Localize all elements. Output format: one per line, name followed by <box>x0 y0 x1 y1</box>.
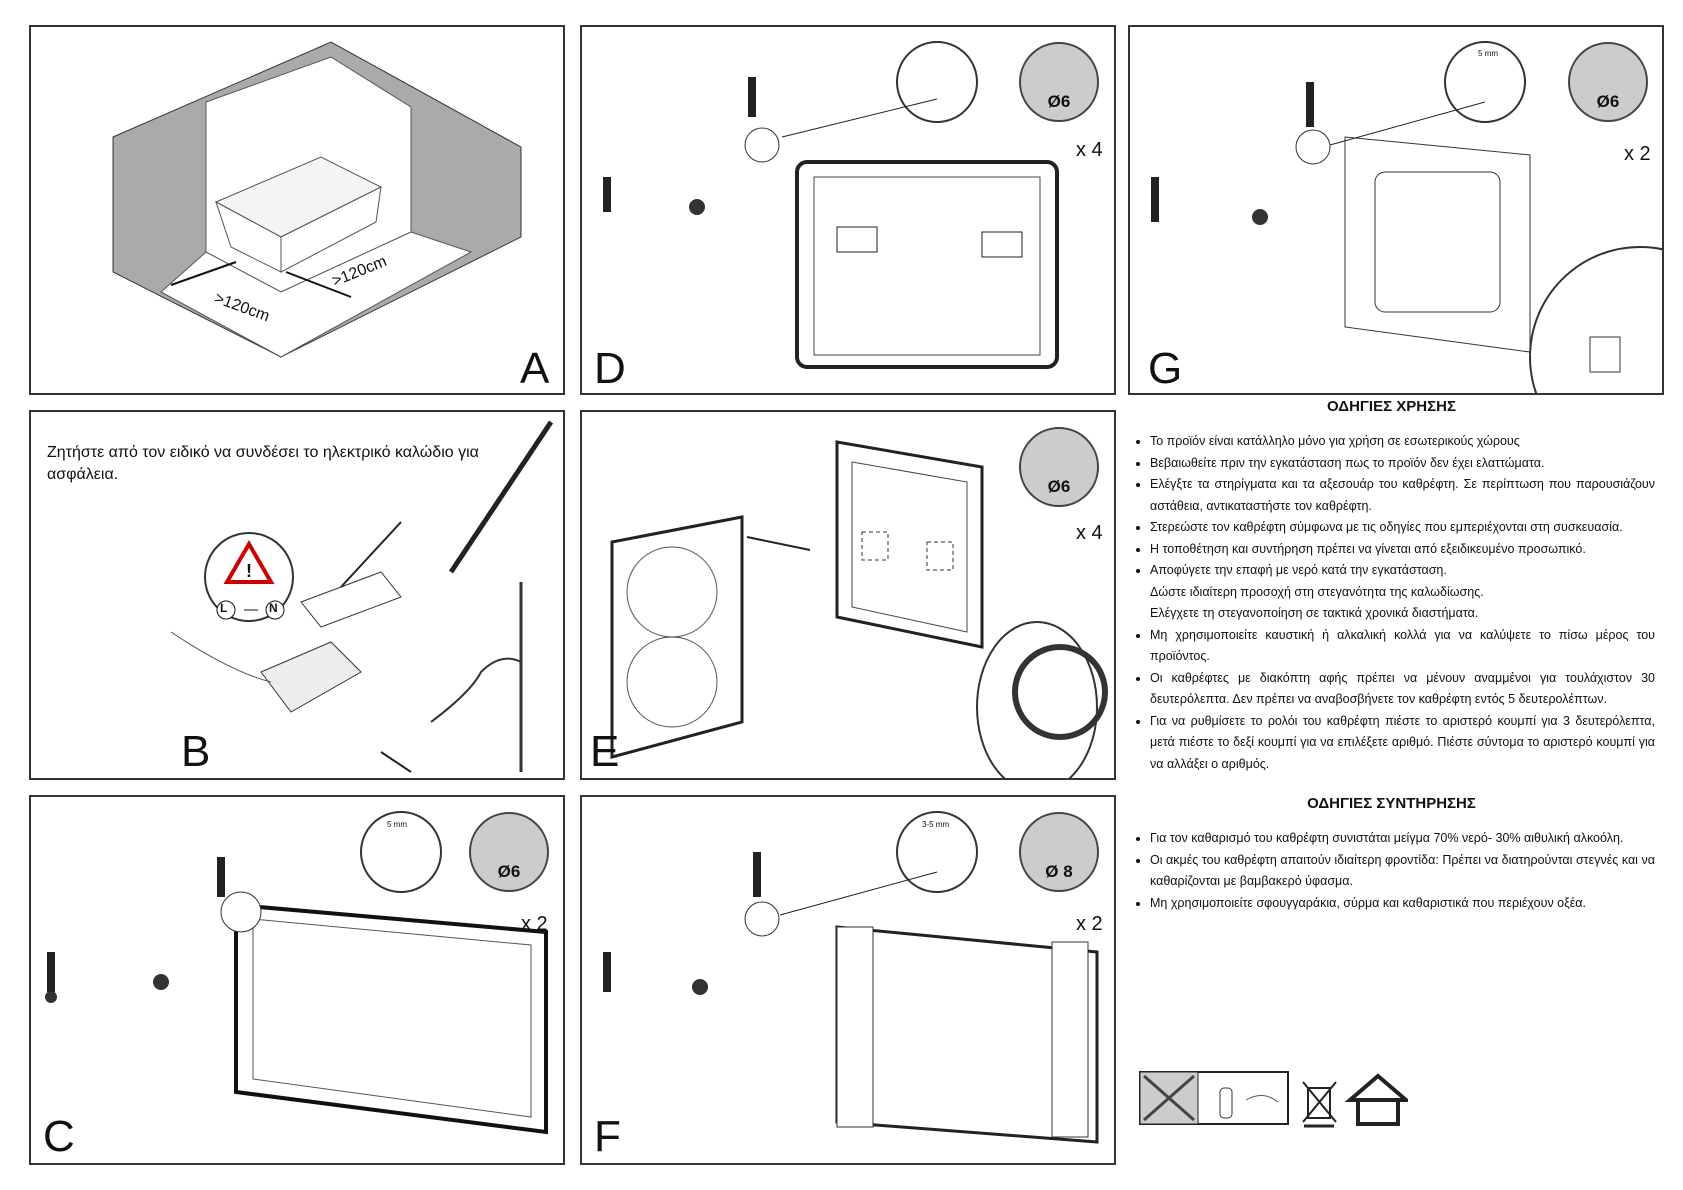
instructions-section: ΟΔΗΓΙΕΣ ΧΡΗΣΗΣ Το προϊόν είναι κατάλληλο… <box>1128 398 1655 914</box>
panel-letter: D <box>594 344 626 393</box>
panel-g: 5 mm Ø6 x 2 G <box>1128 25 1664 395</box>
drill-bit-icon: Ø6 <box>1019 42 1099 122</box>
list-item: Η τοποθέτηση και συντήρηση πρέπει να γίν… <box>1150 539 1655 561</box>
panel-letter: C <box>43 1112 75 1161</box>
drill-bit-icon: Ø6 <box>1019 427 1099 507</box>
screw-count: x 2 <box>1624 143 1651 165</box>
list-item: Στερεώστε τον καθρέφτη σύμφωνα με τις οδ… <box>1150 517 1655 539</box>
drill-bit-icon: Ø6 <box>469 812 549 892</box>
usage-title: ΟΔΗΓΙΕΣ ΧΡΗΣΗΣ <box>1327 398 1456 415</box>
gap-label: 3-5 mm <box>922 820 950 829</box>
svg-text:!: ! <box>246 561 252 581</box>
drill-bit-icon: Ø 8 <box>1019 812 1099 892</box>
drill-size: Ø 8 <box>1045 862 1073 881</box>
backplate-mounting-illustration <box>610 440 1108 778</box>
screw-count: x 2 <box>1076 913 1103 935</box>
list-item-text: Αποφύγετε την επαφή με νερό κατά την εγκ… <box>1150 563 1447 577</box>
panel-c: 5 mm Ø6 x 2 C <box>29 795 565 1165</box>
no-abrasive-cleaners-icon <box>1139 1071 1289 1125</box>
electrical-connection-illustration: ! <box>170 420 554 773</box>
neutral-symbol: N <box>269 601 278 615</box>
screw-count: x 4 <box>1076 522 1103 544</box>
panel-letter: G <box>1148 344 1183 393</box>
care-symbols <box>1139 1071 1412 1128</box>
maintenance-title: ΟΔΗΓΙΕΣ ΣΥΝΤΗΡΗΣΗΣ <box>1307 795 1476 812</box>
drill-size: Ø6 <box>1596 92 1620 111</box>
panel-letter: A <box>520 344 550 393</box>
screw-count: x 4 <box>1076 139 1103 161</box>
panel-letter: F <box>594 1112 621 1161</box>
mirror-hanging-illustration <box>1151 41 1662 393</box>
panel-f: 3-5 mm Ø 8 x 2 F <box>580 795 1116 1165</box>
list-item: Για τον καθαρισμό του καθρέφτη συνιστάτα… <box>1150 828 1655 850</box>
gap-label: 5 mm <box>1478 49 1498 58</box>
panel-e: Ø6 x 4 E <box>580 410 1116 780</box>
list-item: Οι ακμές του καθρέφτη απαιτούν ιδιαίτερη… <box>1150 850 1655 893</box>
list-item-continuation: Δώστε ιδιαίτερη προσοχή στη στεγανότητα … <box>1150 584 1484 599</box>
maintenance-list: Για τον καθαρισμό του καθρέφτη συνιστάτα… <box>1128 828 1655 914</box>
symbols-row <box>1138 1070 1412 1135</box>
list-item-continuation: Ελέγχετε τη στεγανοποίηση σε τακτικά χρο… <box>1150 606 1479 620</box>
list-item: Βεβαιωθείτε πριν την εγκατάσταση πως το … <box>1150 453 1655 475</box>
panel-b: Ζητήστε από τον ειδικό να συνδέσει το ηλ… <box>29 410 565 780</box>
list-item: Αποφύγετε την επαφή με νερό κατά την εγκ… <box>1150 560 1655 625</box>
usage-list: Το προϊόν είναι κατάλληλο μόνο για χρήση… <box>1128 431 1655 775</box>
list-item: Ελέγξτε τα στηρίγματα και τα αξεσουάρ το… <box>1150 474 1655 517</box>
panel-a: >120cm >120cm A <box>29 25 565 395</box>
drill-bit-icon: Ø6 <box>1568 42 1648 122</box>
bathroom-clearance-illustration <box>112 41 522 358</box>
drill-size: Ø6 <box>497 862 521 881</box>
list-item: Μη χρησιμοποιείτε καυστική ή αλκαλική κο… <box>1150 625 1655 668</box>
panel-letter: E <box>590 727 620 776</box>
panel-letter: B <box>181 727 211 776</box>
gap-label: 5 mm <box>387 820 407 829</box>
recycle-bin-crossed-icon <box>1302 1081 1337 1128</box>
panel-d: Ø6 x 4 D <box>580 25 1116 395</box>
live-symbol: L <box>220 601 228 615</box>
list-item: Για να ρυθμίσετε το ρολόι του καθρέφτη π… <box>1150 711 1655 776</box>
drill-size: Ø6 <box>1047 477 1071 496</box>
mirror-mounting-illustration <box>603 41 1059 369</box>
drill-size: Ø6 <box>1047 92 1071 111</box>
list-item: Μη χρησιμοποιείτε σφουγγαράκια, σύρμα κα… <box>1150 893 1655 915</box>
mirror-mounting-illustration <box>45 811 548 1135</box>
screw-count: x 2 <box>521 913 548 935</box>
mirror-rear-brackets-illustration <box>603 811 1099 1144</box>
instruction-text: Ζητήστε από τον ειδικό να συνδέσει το ηλ… <box>47 444 479 483</box>
indoor-use-house-icon <box>1344 1073 1412 1126</box>
list-item: Οι καθρέφτες με διακόπτη αφής πρέπει να … <box>1150 668 1655 711</box>
list-item: Το προϊόν είναι κατάλληλο μόνο για χρήση… <box>1150 431 1655 453</box>
